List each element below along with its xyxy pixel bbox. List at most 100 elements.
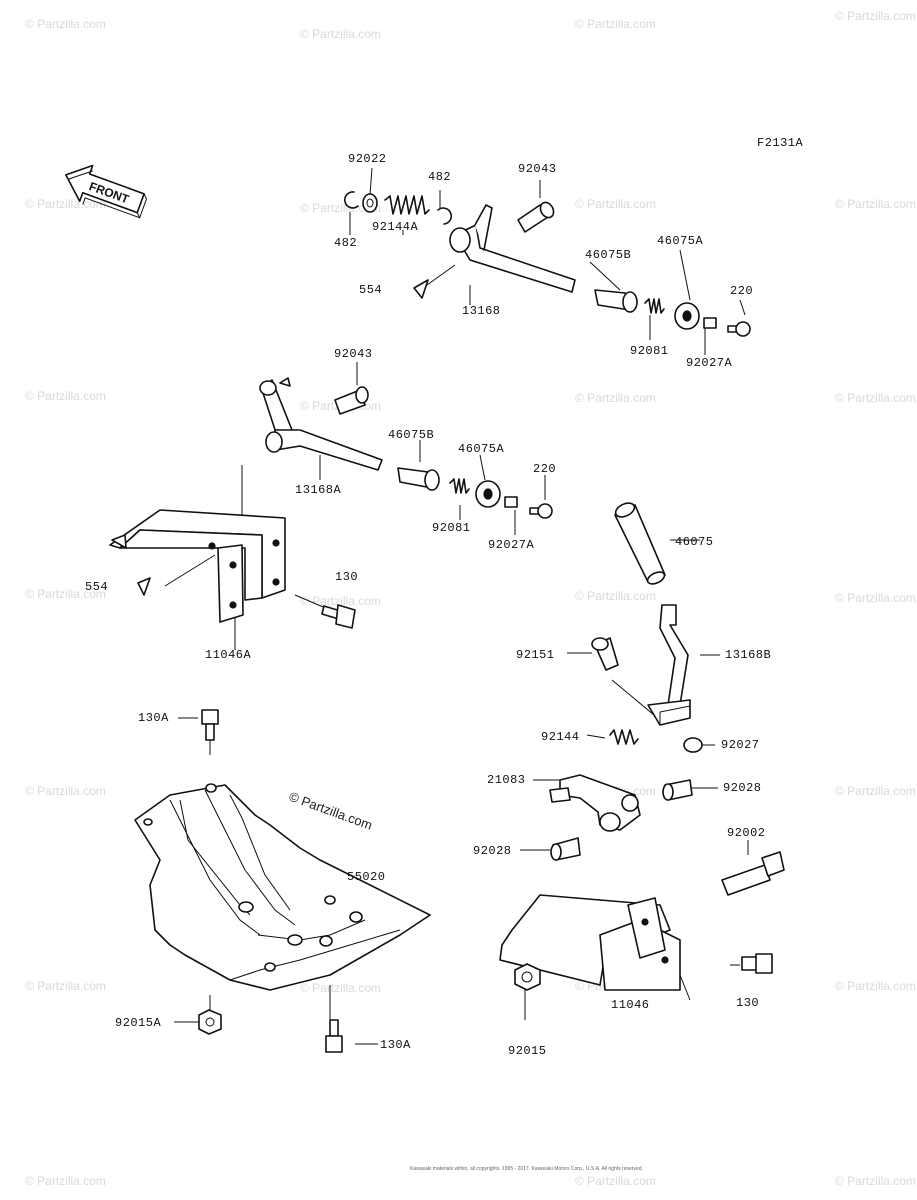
watermark: © Partzilla.com xyxy=(25,389,106,403)
label-130: 130 xyxy=(736,996,759,1010)
bolt-130 xyxy=(321,604,356,629)
label-92022: 92022 xyxy=(348,152,387,166)
label-92028: 92028 xyxy=(473,844,512,858)
label-130: 130 xyxy=(335,570,358,584)
watermark: © Partzilla.com xyxy=(300,201,381,215)
watermark: © Partzilla.com xyxy=(25,587,106,601)
label-21083: 21083 xyxy=(487,773,526,787)
watermark: © Partzilla.com xyxy=(835,1174,916,1188)
washer-92027 xyxy=(683,737,703,753)
label-92027A: 92027A xyxy=(686,356,733,370)
watermark: © Partzilla.com xyxy=(575,17,656,31)
label-92028: 92028 xyxy=(723,781,762,795)
bolt-92002 xyxy=(721,851,785,896)
watermark: © Partzilla.com xyxy=(25,1174,106,1188)
front-arrow-icon: FRONT xyxy=(65,164,148,220)
label-554: 554 xyxy=(85,580,108,594)
label-482: 482 xyxy=(428,170,451,184)
bracket-11046A xyxy=(109,509,286,623)
collar-92028 xyxy=(662,779,693,801)
label-92144: 92144 xyxy=(541,730,580,744)
label-11046A: 11046A xyxy=(205,648,252,662)
sleeve-46075B-b xyxy=(397,467,440,491)
clip-482-b xyxy=(437,207,453,225)
bolt-130-b xyxy=(741,953,773,974)
pin-92043-b xyxy=(334,386,369,415)
link-21083 xyxy=(549,774,641,832)
diagram-code: F2131A xyxy=(757,136,804,150)
label-13168: 13168 xyxy=(462,304,501,318)
damper-46075A xyxy=(674,302,700,330)
watermark: © Partzilla.com xyxy=(835,197,916,211)
label-92043: 92043 xyxy=(334,347,373,361)
washer-92022 xyxy=(362,193,378,213)
watermark: © Partzilla.com xyxy=(300,594,381,608)
label-92151: 92151 xyxy=(516,648,555,662)
screw-220-b xyxy=(529,503,553,519)
watermark: © Partzilla.com xyxy=(575,1174,656,1188)
watermark: © Partzilla.com xyxy=(575,197,656,211)
label-92015: 92015 xyxy=(508,1044,547,1058)
label-92043: 92043 xyxy=(518,162,557,176)
damper-46075A-b xyxy=(475,480,501,508)
watermark-layer: © Partzilla.com © Partzilla.com © Partzi… xyxy=(25,9,916,1188)
watermark: © Partzilla.com xyxy=(575,589,656,603)
knob-46075 xyxy=(614,502,666,585)
clip-482 xyxy=(344,191,359,209)
copyright-watermark: © Partzilla.com xyxy=(287,789,374,833)
bracket-11046 xyxy=(499,894,681,991)
label-220: 220 xyxy=(730,284,753,298)
watermark: © Partzilla.com xyxy=(300,27,381,41)
label-92081: 92081 xyxy=(432,521,471,535)
spring-92144 xyxy=(609,729,639,745)
bolt-130A xyxy=(201,709,219,741)
watermark: © Partzilla.com xyxy=(25,979,106,993)
label-220: 220 xyxy=(533,462,556,476)
label-46075B: 46075B xyxy=(585,248,631,262)
screw-220 xyxy=(727,321,751,337)
label-92081: 92081 xyxy=(630,344,669,358)
bolt-92151 xyxy=(591,637,619,671)
label-130A: 130A xyxy=(380,1038,411,1052)
watermark: © Partzilla.com xyxy=(835,784,916,798)
shift-lever-assembly: 46075 92151 13168B 92144 92027 21083 920… xyxy=(473,502,785,1058)
collar-92027A-b xyxy=(504,496,518,508)
label-92027: 92027 xyxy=(721,738,760,752)
lower-shaft-assembly: 92043 46075B 46075A 13168A 220 92081 920… xyxy=(85,347,556,662)
shaft-13168 xyxy=(449,204,576,293)
label-11046: 11046 xyxy=(611,998,650,1012)
shaft-13168A xyxy=(259,377,383,471)
watermark: © Partzilla.com xyxy=(835,591,916,605)
footer-copyright: Kawasaki materials within, all copyright… xyxy=(410,1166,643,1172)
upper-shaft-assembly: 92022 482 92043 482 92144A 554 13168 460… xyxy=(334,152,753,370)
spring-92144A xyxy=(384,195,430,215)
watermark: © Partzilla.com xyxy=(25,17,106,31)
label-46075A: 46075A xyxy=(657,234,704,248)
watermark: © Partzilla.com xyxy=(835,979,916,993)
watermark: © Partzilla.com xyxy=(575,391,656,405)
watermark: © Partzilla.com xyxy=(300,981,381,995)
watermark: © Partzilla.com xyxy=(25,784,106,798)
collar-92027A xyxy=(703,317,717,329)
label-46075B: 46075B xyxy=(388,428,434,442)
nut-92015A xyxy=(198,1009,222,1035)
label-13168B: 13168B xyxy=(725,648,771,662)
label-482: 482 xyxy=(334,236,357,250)
spring-92081-b xyxy=(449,478,470,494)
spring-92081 xyxy=(644,298,665,314)
nut-92015 xyxy=(514,963,541,991)
cotter-554 xyxy=(413,279,429,299)
skid-plate-assembly: © Partzilla.com 130A 55020 92015A 130A xyxy=(115,709,431,1053)
label-46075: 46075 xyxy=(675,535,714,549)
watermark: © Partzilla.com xyxy=(835,9,916,23)
pin-92043 xyxy=(517,201,555,233)
label-46075A: 46075A xyxy=(458,442,505,456)
label-554: 554 xyxy=(359,283,382,297)
collar-92028-b xyxy=(550,837,581,861)
label-92002: 92002 xyxy=(727,826,766,840)
watermark: © Partzilla.com xyxy=(835,391,916,405)
label-92144A: 92144A xyxy=(372,220,419,234)
label-92027A: 92027A xyxy=(488,538,535,552)
label-130A: 130A xyxy=(138,711,169,725)
